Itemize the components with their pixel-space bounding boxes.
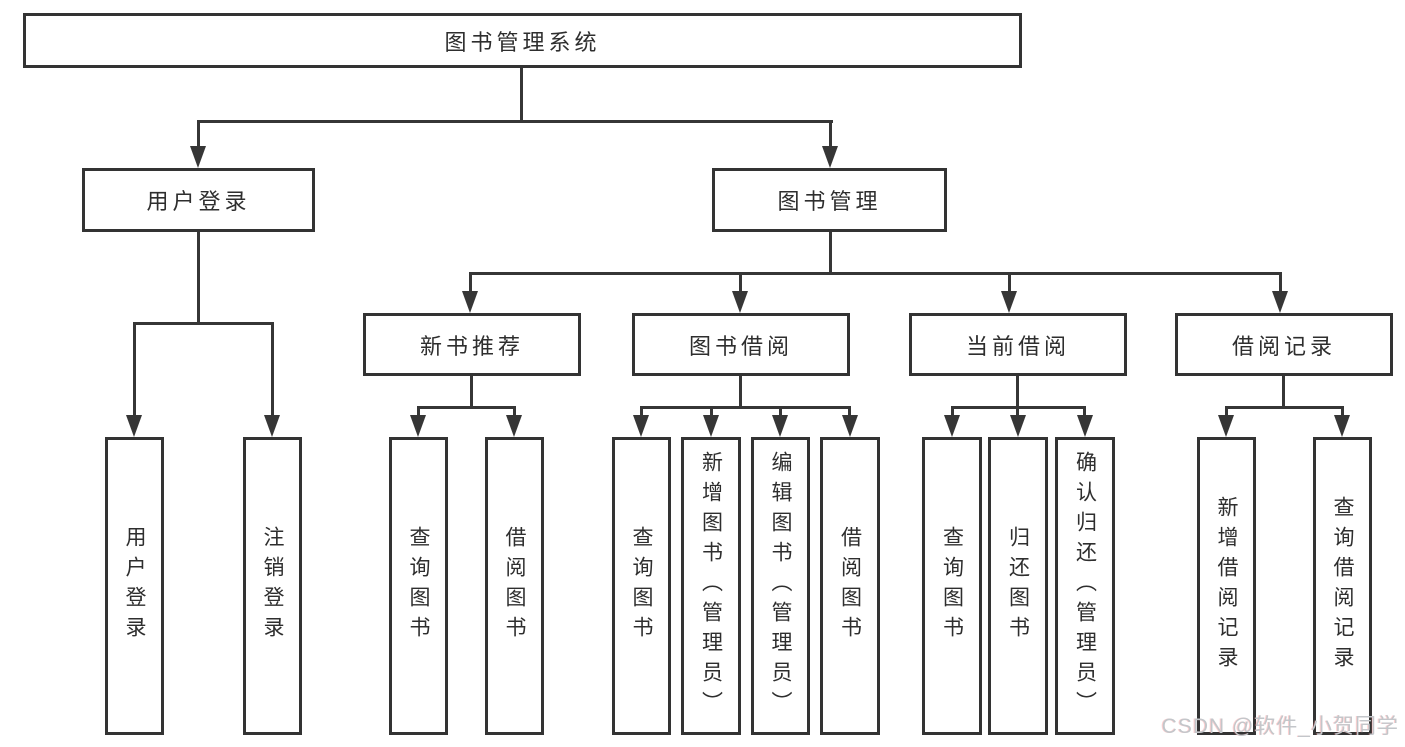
connector-leaf-drop [951, 406, 954, 418]
connector-leaf-drop [848, 406, 851, 418]
connector-leaf-drop [779, 406, 782, 418]
arrowhead-icon [462, 291, 478, 313]
connector-leaf-drop [1341, 406, 1344, 418]
leaf-confirm-return-admin: 确认归还（管理员） [1055, 437, 1115, 735]
node-book-management-label: 图书管理 [777, 189, 882, 214]
arrowhead-icon [1272, 291, 1288, 313]
leaf-edit-book-admin-label: 编辑图书（管理员） [769, 451, 792, 721]
connector-leaf-drop [133, 322, 136, 417]
connector-l3-stem [470, 376, 473, 409]
leaf-borrow-books-borrowing: 借阅图书 [820, 437, 880, 735]
leaf-query-borrow-record-label: 查询借阅记录 [1331, 496, 1354, 676]
arrowhead-icon [410, 415, 426, 437]
leaf-query-books-current: 查询图书 [922, 437, 982, 735]
connector-login-branch [133, 322, 274, 325]
arrowhead-icon [126, 415, 142, 437]
leaf-user-login-label: 用户登录 [123, 526, 146, 646]
arrowhead-icon [1001, 291, 1017, 313]
connector-leaf-drop [271, 322, 274, 417]
node-current-borrowing-label: 当前借阅 [965, 333, 1070, 359]
arrowhead-icon [1077, 415, 1093, 437]
node-user-login-label: 用户登录 [146, 189, 251, 214]
arrowhead-icon [703, 415, 719, 437]
leaf-user-login: 用户登录 [105, 437, 164, 735]
arrowhead-icon [190, 146, 206, 168]
arrowhead-icon [732, 291, 748, 313]
connector-mgmt-drop [829, 120, 832, 150]
leaf-add-borrow-record: 新增借阅记录 [1197, 437, 1256, 735]
connector-l3-stem [1282, 376, 1285, 409]
leaf-confirm-return-admin-label: 确认归还（管理员） [1073, 451, 1097, 721]
connector-l3-stem [739, 376, 742, 409]
leaf-borrow-books-borrowing-label: 借阅图书 [838, 526, 862, 646]
arrowhead-icon [264, 415, 280, 437]
arrowhead-icon [1218, 415, 1234, 437]
arrowhead-icon [944, 415, 960, 437]
connector-l3-branch [417, 406, 516, 409]
connector-leaf-drop [1083, 406, 1086, 418]
connector-l3-drop [739, 272, 742, 294]
leaf-query-books-current-label: 查询图书 [940, 526, 964, 646]
connector-l3-drop [1279, 272, 1282, 294]
leaf-return-book-label: 归还图书 [1006, 526, 1030, 646]
connector-leaf-drop [710, 406, 713, 418]
connector-root-branch [197, 120, 833, 123]
connector-root-stem [520, 68, 523, 123]
connector-leaf-drop [513, 406, 516, 418]
connector-l3-branch [1225, 406, 1344, 409]
node-book-management: 图书管理 [712, 168, 947, 232]
node-book-borrowing-label: 图书借阅 [688, 333, 793, 359]
node-root-label: 图书管理系统 [444, 29, 601, 55]
arrowhead-icon [1010, 415, 1026, 437]
leaf-return-book: 归还图书 [988, 437, 1048, 735]
leaf-add-book-admin-label: 新增图书（管理员） [699, 451, 723, 721]
arrowhead-icon [822, 146, 838, 168]
connector-l3-branch [640, 406, 851, 409]
connector-login-drop [197, 120, 200, 150]
node-borrow-records: 借阅记录 [1175, 313, 1393, 376]
leaf-query-books-borrowing-label: 查询图书 [630, 526, 653, 646]
node-root: 图书管理系统 [23, 13, 1022, 68]
leaf-logout-label: 注销登录 [261, 526, 284, 646]
node-borrow-records-label: 借阅记录 [1231, 333, 1336, 359]
connector-leaf-drop [640, 406, 643, 418]
leaf-query-borrow-record: 查询借阅记录 [1313, 437, 1372, 735]
csdn-watermark: CSDN @软件_小贺同学 [1161, 715, 1399, 738]
connector-mgmt-branch [469, 272, 1282, 275]
node-book-borrowing: 图书借阅 [632, 313, 850, 376]
connector-l3-drop [1008, 272, 1011, 294]
arrowhead-icon [842, 415, 858, 437]
connector-mgmt-stem [829, 232, 832, 275]
connector-login-stem [197, 232, 200, 325]
connector-leaf-drop [417, 406, 420, 418]
connector-l3-stem [1016, 376, 1019, 409]
node-new-book-recommend: 新书推荐 [363, 313, 581, 376]
node-user-login: 用户登录 [82, 168, 315, 232]
arrowhead-icon [506, 415, 522, 437]
connector-leaf-drop [1225, 406, 1228, 418]
connector-l3-drop [469, 272, 472, 294]
leaf-query-books-recommend: 查询图书 [389, 437, 448, 735]
node-current-borrowing: 当前借阅 [909, 313, 1127, 376]
arrowhead-icon [772, 415, 788, 437]
leaf-logout: 注销登录 [243, 437, 302, 735]
leaf-borrow-books-recommend-label: 借阅图书 [503, 526, 526, 646]
leaf-add-borrow-record-label: 新增借阅记录 [1215, 496, 1238, 676]
node-new-book-recommend-label: 新书推荐 [419, 333, 524, 359]
leaf-borrow-books-recommend: 借阅图书 [485, 437, 544, 735]
connector-leaf-drop [1016, 406, 1019, 418]
arrowhead-icon [633, 415, 649, 437]
leaf-query-books-recommend-label: 查询图书 [407, 526, 430, 646]
leaf-add-book-admin: 新增图书（管理员） [681, 437, 741, 735]
leaf-edit-book-admin: 编辑图书（管理员） [751, 437, 810, 735]
leaf-query-books-borrowing: 查询图书 [612, 437, 671, 735]
arrowhead-icon [1334, 415, 1350, 437]
